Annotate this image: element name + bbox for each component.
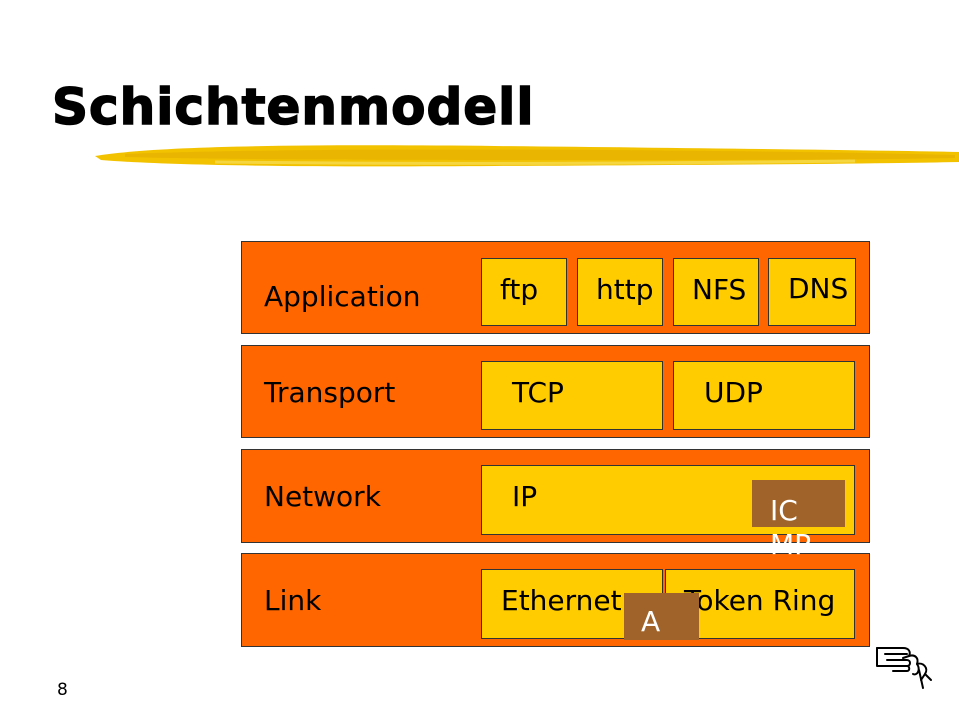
udp-box: UDP [673, 361, 855, 430]
udp-label: UDP [704, 376, 763, 409]
transport-layer-label: Transport [264, 376, 396, 409]
http-box: http [577, 258, 663, 326]
ethernet-label: Ethernet [501, 584, 622, 617]
arp-label: A [641, 605, 661, 638]
title-underline-brushstroke [95, 145, 959, 167]
arp-overlay: A [624, 593, 699, 640]
dns-box: DNS [768, 258, 856, 326]
ftp-box: ftp [481, 258, 567, 326]
icmp-overlay: IC MP [752, 480, 845, 561]
dns-label: DNS [788, 272, 849, 305]
nfs-label: NFS [692, 273, 747, 306]
token-ring-label: Token Ring [684, 584, 836, 617]
http-label: http [596, 273, 654, 306]
link-layer-label: Link [264, 584, 322, 617]
application-layer-label: Application [264, 280, 421, 313]
pointing-hand-icon [876, 647, 932, 689]
page-number: 8 [57, 680, 68, 700]
tcp-box: TCP [481, 361, 663, 430]
slide-title: Schichtenmodell [51, 77, 535, 137]
tcp-label: TCP [512, 376, 564, 409]
ip-label: IP [512, 480, 538, 513]
ftp-label: ftp [500, 273, 539, 306]
nfs-box: NFS [673, 258, 759, 326]
icmp-label: IC MP [770, 494, 812, 561]
network-layer-label: Network [264, 480, 381, 513]
